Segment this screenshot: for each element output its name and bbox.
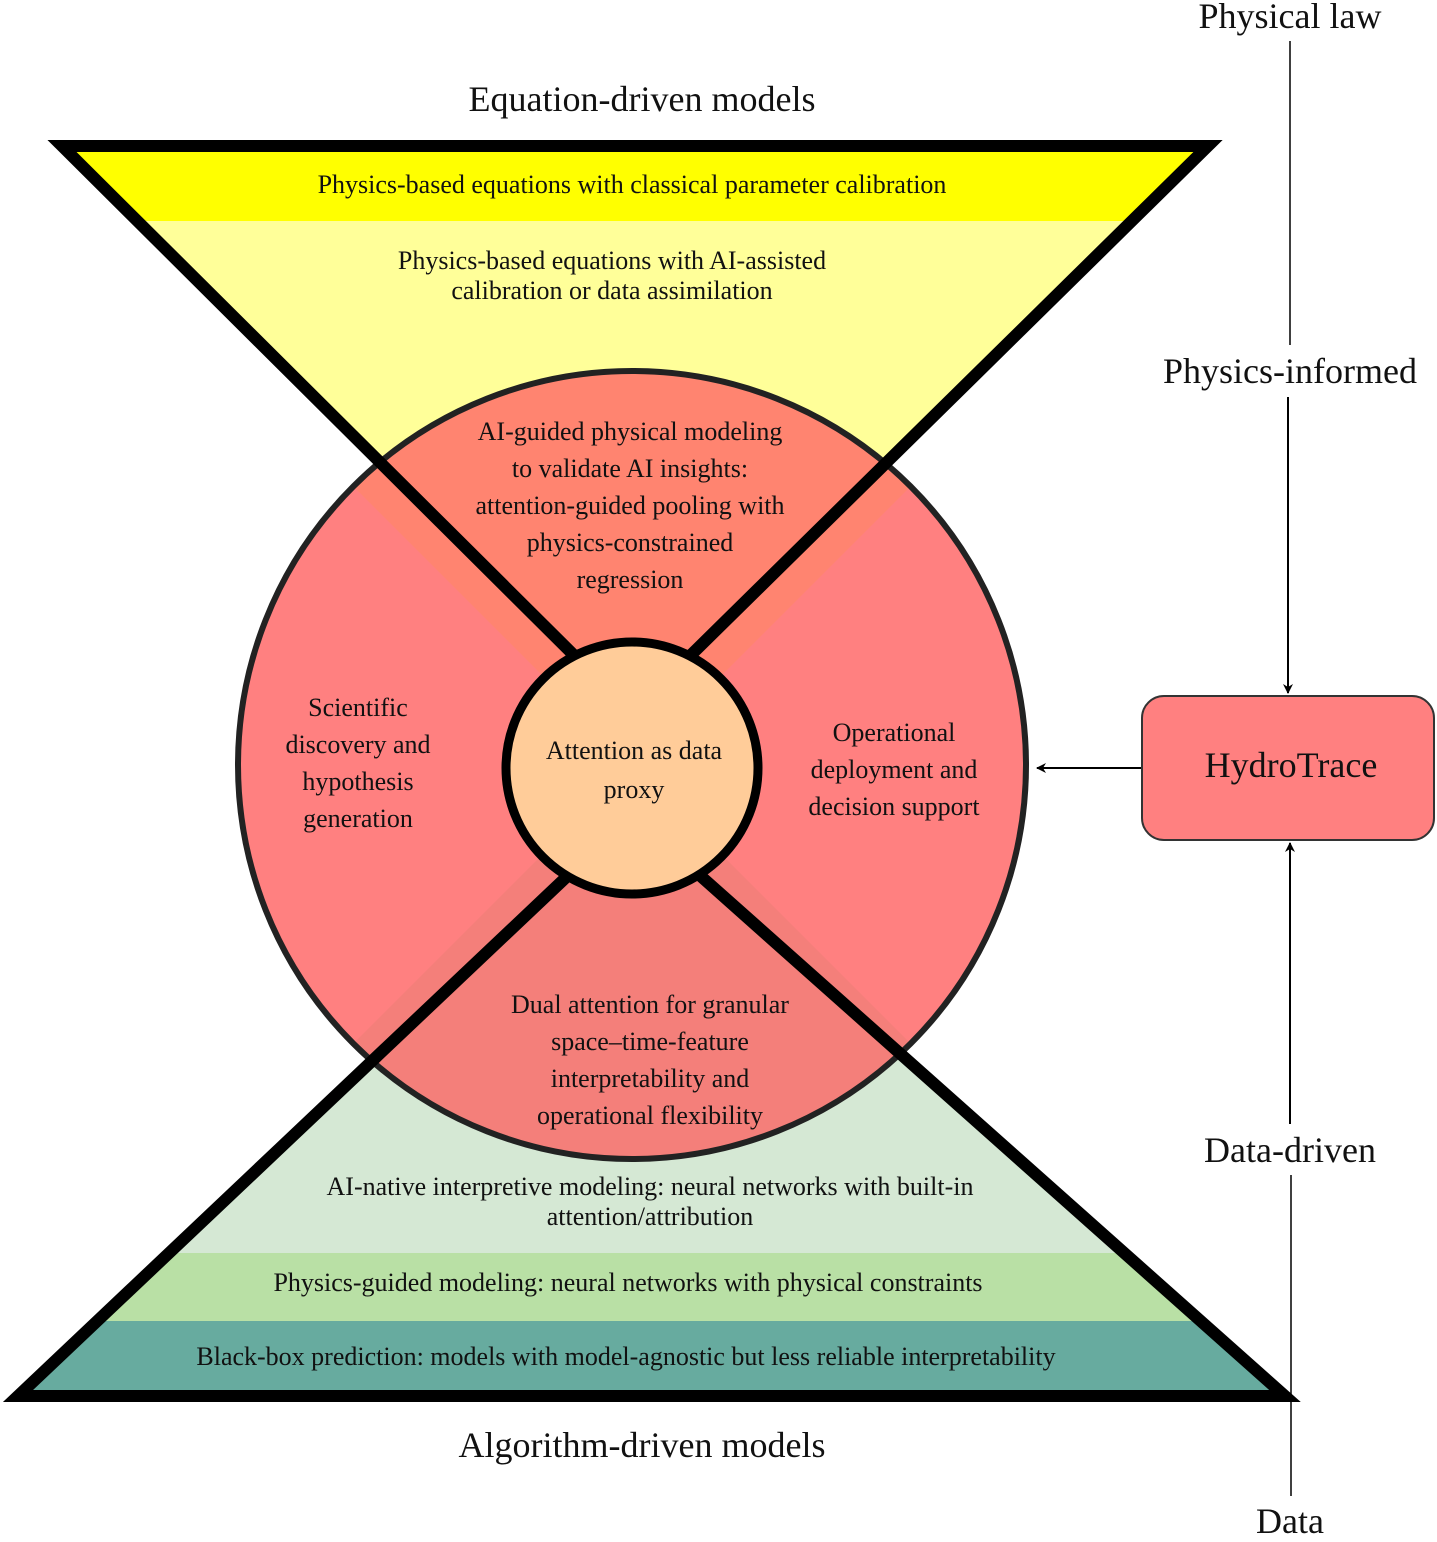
caption-algorithm-driven: Algorithm-driven models bbox=[458, 1425, 826, 1465]
band-label-classical-calibration: Physics-based equations with classical p… bbox=[317, 170, 947, 199]
axis-label-physical-law: Physical law bbox=[1198, 0, 1382, 36]
band-label-line: attention/attribution bbox=[546, 1202, 754, 1232]
top-triangle-outline bbox=[47, 140, 1223, 722]
sector-line: Scientific bbox=[308, 693, 408, 722]
sector-line: Operational bbox=[832, 718, 956, 747]
sector-label-top: AI-guided physical modeling to validate … bbox=[430, 413, 830, 598]
bottom-triangle-outline bbox=[2, 806, 1301, 1402]
sector-line: deployment and bbox=[810, 755, 978, 784]
caption-equation-driven: Equation-driven models bbox=[468, 79, 816, 119]
sector-line: decision support bbox=[808, 792, 980, 821]
sector-line: physics-constrained bbox=[526, 528, 734, 557]
band-label-line: AI-native interpretive modeling: neural … bbox=[326, 1172, 974, 1201]
hydrotrace-label[interactable]: HydroTrace bbox=[1204, 745, 1378, 785]
band-label-ai-assisted-calibration: Physics-based equations with AI-assisted… bbox=[262, 246, 962, 307]
band-label-physics-guided: Physics-guided modeling: neural networks… bbox=[273, 1268, 983, 1297]
bottom-band-black-box bbox=[18, 1321, 1285, 1396]
sector-line: Dual attention for granular bbox=[511, 990, 789, 1019]
sector-line: regression bbox=[576, 565, 684, 594]
sector-bottom-fill bbox=[238, 765, 1026, 1159]
axis-label-data-driven: Data-driven bbox=[1204, 1130, 1376, 1170]
sector-line: attention-guided pooling with bbox=[475, 491, 785, 520]
hydrotrace-box[interactable] bbox=[1141, 695, 1435, 841]
bottom-band-physics-guided bbox=[18, 1253, 1285, 1321]
center-label: Attention as data proxy bbox=[512, 731, 756, 809]
center-line: Attention as data bbox=[545, 736, 723, 765]
center-line: proxy bbox=[603, 775, 665, 804]
sector-line: to validate AI insights: bbox=[511, 454, 749, 483]
sector-top-fill bbox=[238, 371, 1026, 765]
axis-label-physics-informed: Physics-informed bbox=[1163, 351, 1417, 391]
sector-line: hypothesis bbox=[302, 767, 414, 796]
ring-outline bbox=[235, 368, 1029, 1162]
sector-label-right: Operational deployment and decision supp… bbox=[774, 714, 1014, 825]
center-circle bbox=[501, 637, 763, 899]
band-label-line: Physics-based equations with AI-assisted bbox=[397, 246, 827, 275]
band-label-black-box: Black-box prediction: models with model-… bbox=[196, 1342, 1056, 1371]
sector-line: operational flexibility bbox=[537, 1101, 763, 1130]
sector-label-bottom: Dual attention for granular space–time-f… bbox=[450, 986, 850, 1134]
sector-line: space–time-feature bbox=[551, 1027, 749, 1056]
top-band-classical-calibration bbox=[62, 146, 1208, 221]
axis-label-data: Data bbox=[1256, 1501, 1324, 1541]
sector-line: discovery and bbox=[285, 730, 431, 759]
band-label-line: calibration or data assimilation bbox=[451, 276, 773, 306]
sector-line: AI-guided physical modeling bbox=[477, 417, 783, 446]
sector-line: generation bbox=[303, 804, 413, 833]
sector-line: interpretability and bbox=[550, 1064, 750, 1093]
sector-label-left: Scientific discovery and hypothesis gene… bbox=[258, 689, 458, 837]
band-label-ai-native: AI-native interpretive modeling: neural … bbox=[200, 1172, 1100, 1233]
